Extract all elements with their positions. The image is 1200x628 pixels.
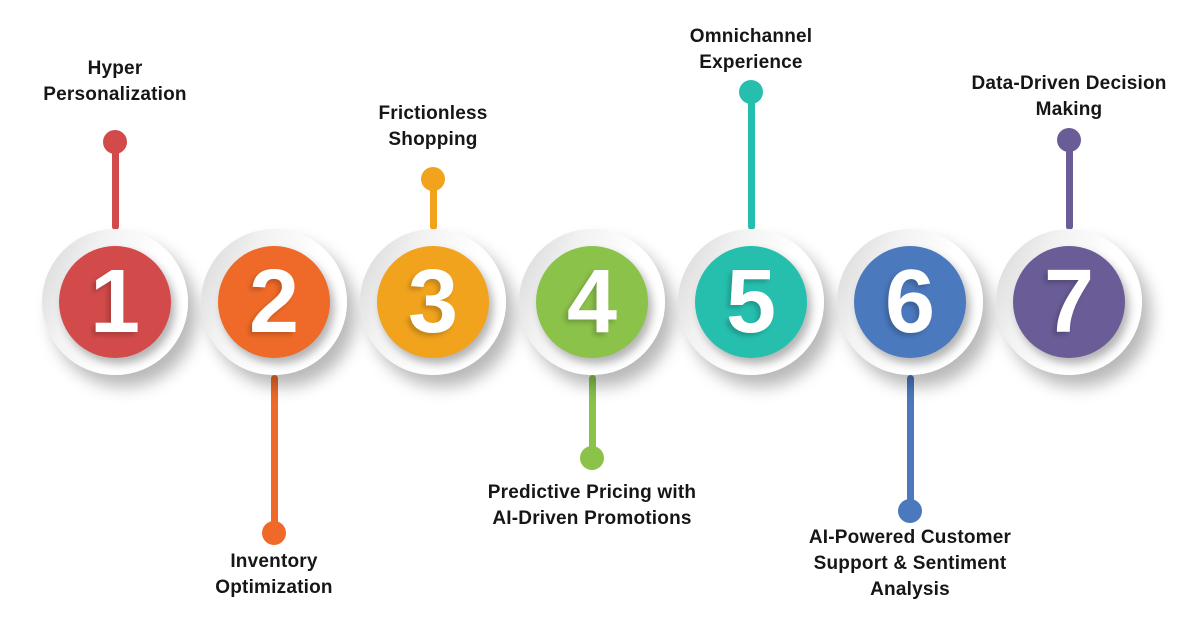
connector-dot <box>421 167 445 191</box>
number-circle: 5 <box>695 246 807 358</box>
step-number: 3 <box>407 252 459 352</box>
connector-stem <box>906 375 914 511</box>
step-label: Hyper Personalization <box>43 58 187 105</box>
step-number: 6 <box>884 252 936 352</box>
step-label: Omnichannel Experience <box>689 26 813 73</box>
connector-stem <box>588 375 596 458</box>
connector-stem <box>429 179 437 230</box>
number-circle: 3 <box>377 246 489 358</box>
connector-dot <box>1057 128 1081 152</box>
connector-dot <box>580 446 604 470</box>
number-circle: 4 <box>536 246 648 358</box>
number-badge: 6 <box>837 229 983 375</box>
step-label: Frictionless Shopping <box>378 103 488 150</box>
number-circle: 1 <box>59 246 171 358</box>
number-circle: 7 <box>1013 246 1125 358</box>
number-badge: 5 <box>678 229 824 375</box>
number-circle: 6 <box>854 246 966 358</box>
number-badge: 3 <box>360 229 506 375</box>
step-number: 4 <box>566 252 618 352</box>
number-badge: 4 <box>519 229 665 375</box>
connector-dot <box>898 499 922 523</box>
connector-stem <box>747 92 755 230</box>
step-label: Inventory Optimization <box>215 551 333 598</box>
step-number: 5 <box>725 252 777 352</box>
step-number: 7 <box>1043 252 1095 352</box>
number-badge: 7 <box>996 229 1142 375</box>
number-circle: 2 <box>218 246 330 358</box>
connector-dot <box>262 521 286 545</box>
step-label: Predictive Pricing with AI-Driven Promot… <box>487 482 697 529</box>
connector-stem <box>111 142 119 230</box>
step-number: 2 <box>248 252 300 352</box>
connector-stem <box>1065 140 1073 230</box>
connector-stem <box>270 375 278 533</box>
number-badge: 1 <box>42 229 188 375</box>
connector-dot <box>739 80 763 104</box>
connector-dot <box>103 130 127 154</box>
step-number: 1 <box>89 252 141 352</box>
step-label: Data-Driven Decision Making <box>971 73 1167 120</box>
number-badge: 2 <box>201 229 347 375</box>
step-label: AI-Powered Customer Support & Sentiment … <box>808 527 1012 600</box>
